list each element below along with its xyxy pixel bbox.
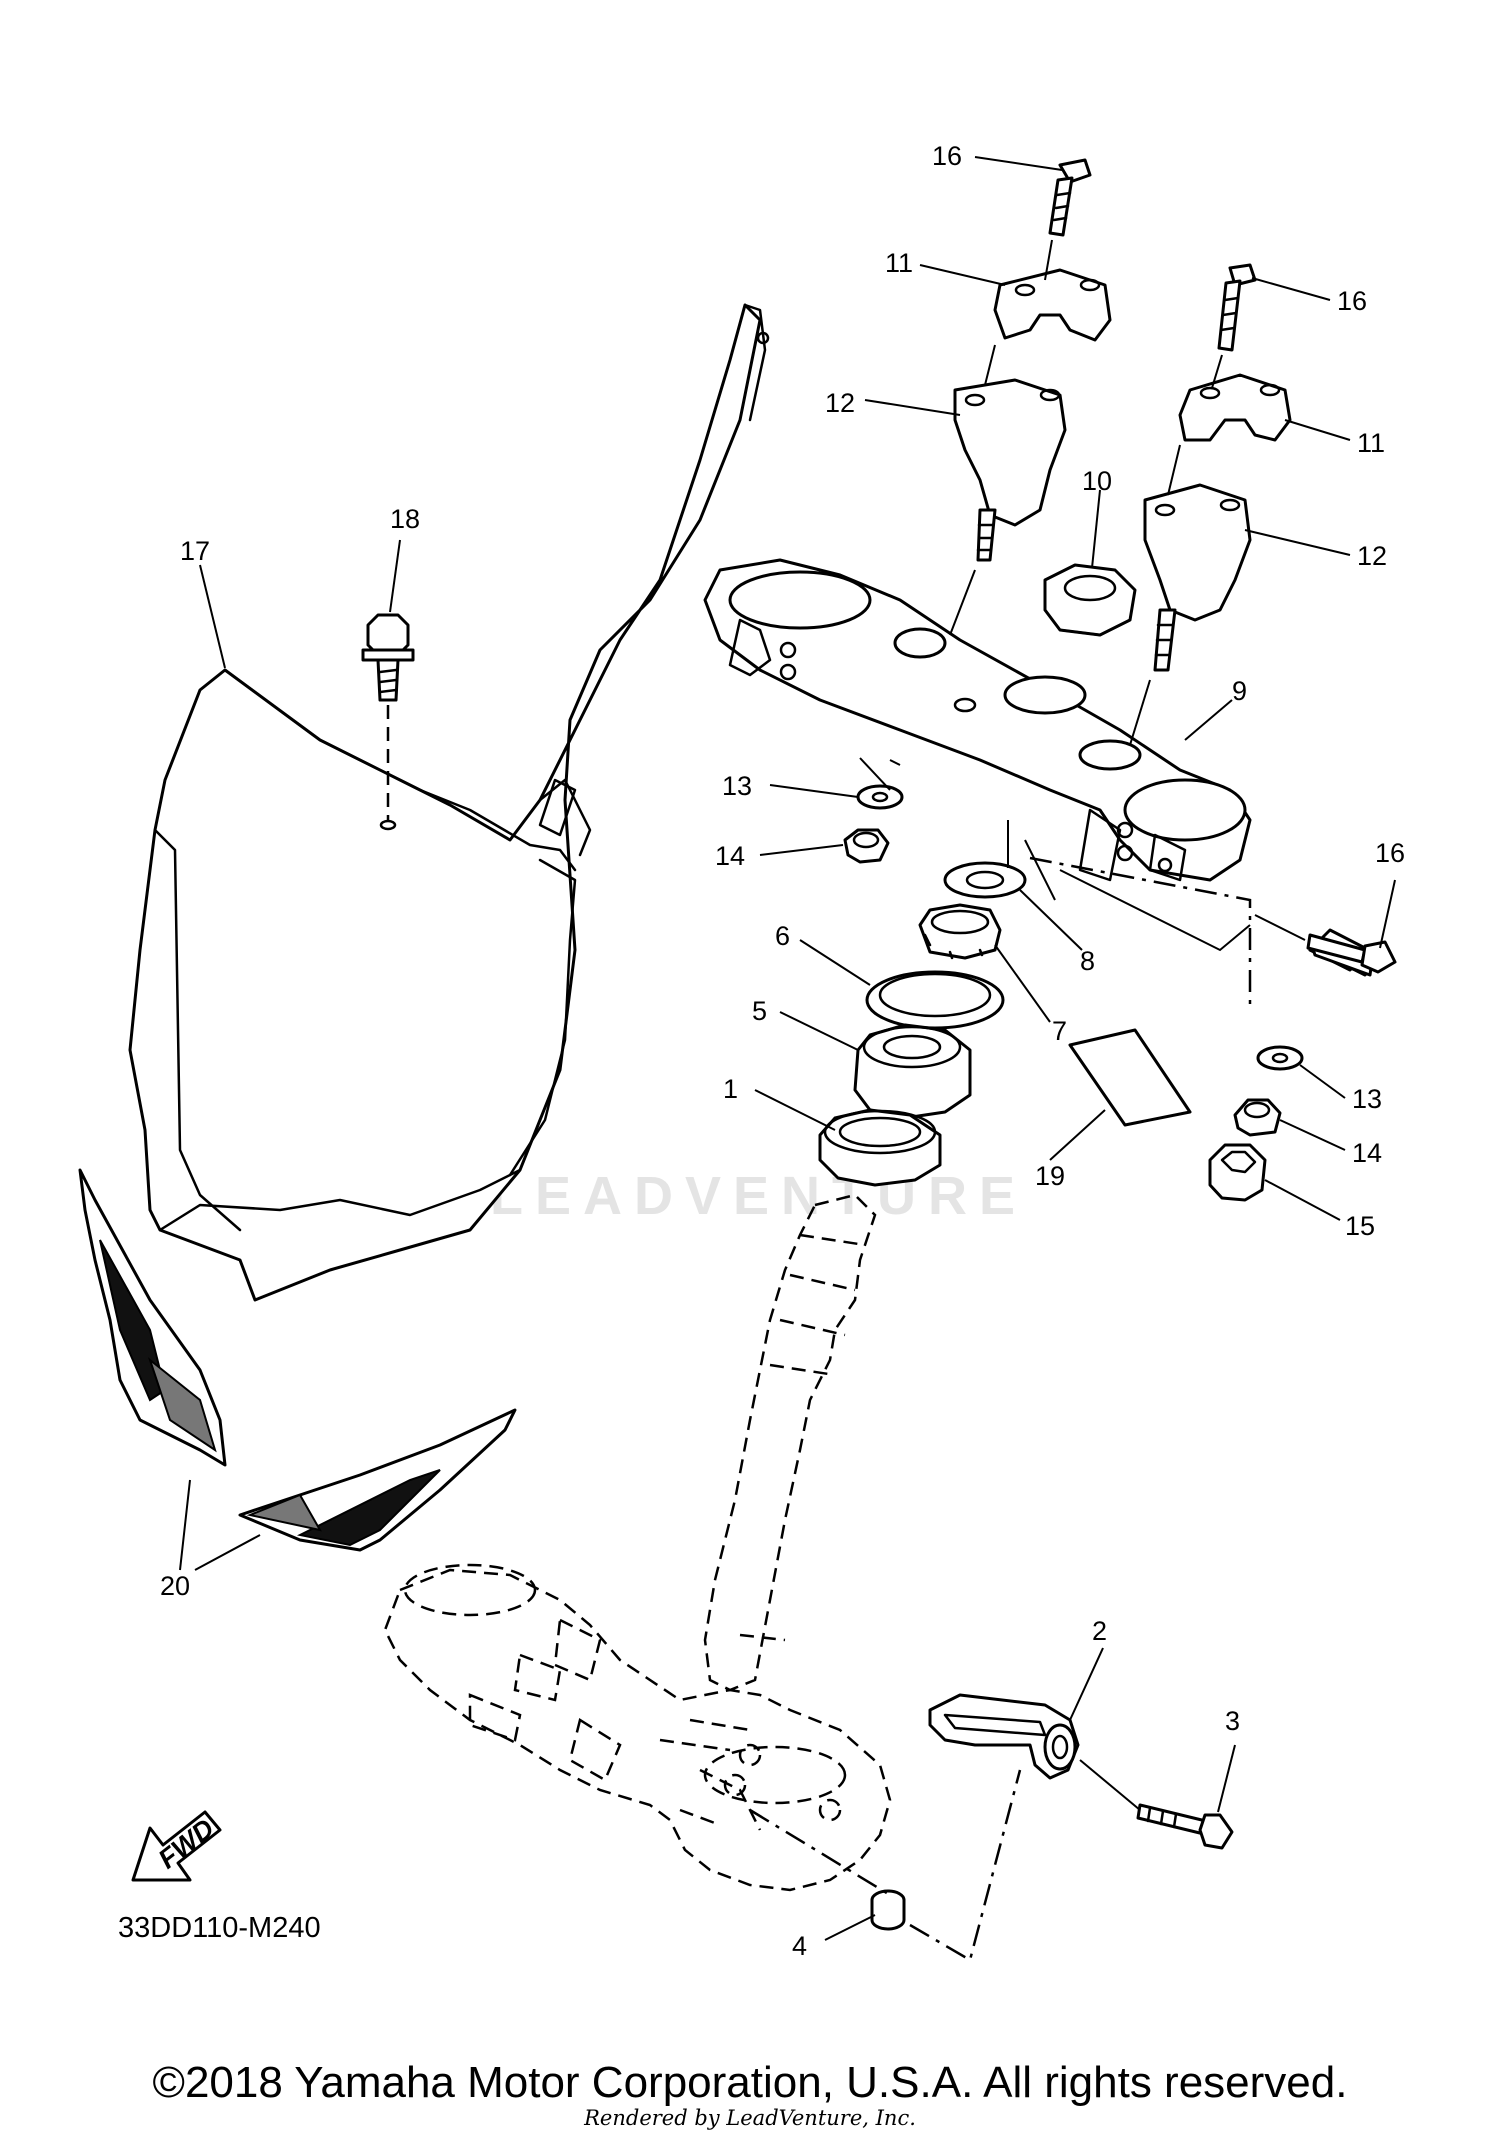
callout-16a: 16 <box>932 141 962 171</box>
collar-4[interactable] <box>870 1889 906 1931</box>
leader-3 <box>1217 1744 1236 1813</box>
leader-11a <box>919 264 1006 286</box>
label-sheet-19[interactable] <box>1068 1028 1192 1127</box>
callout-14b: 14 <box>1352 1138 1382 1168</box>
cable-guide-2[interactable] <box>928 1693 1080 1780</box>
leader-bracket-left <box>889 759 901 766</box>
leader-9 <box>1184 699 1233 741</box>
callout-1: 1 <box>723 1074 738 1104</box>
bearing-1[interactable] <box>818 1108 942 1187</box>
callout-11b: 11 <box>1357 428 1385 458</box>
steering-stem[interactable] <box>703 1193 877 1692</box>
leader-bracket-7 <box>1024 839 1056 901</box>
copyright-notice: ©2018 Yamaha Motor Corporation, U.S.A. A… <box>152 2058 1348 2107</box>
leader-14a <box>759 844 844 856</box>
bolt-3[interactable] <box>1136 1803 1234 1850</box>
bolt-16-left[interactable] <box>1044 158 1092 281</box>
callout-12a: 12 <box>825 388 855 418</box>
callout-13b: 13 <box>1352 1084 1382 1114</box>
under-bracket[interactable] <box>383 1563 892 1892</box>
leader-12b <box>1244 529 1351 556</box>
nut-10[interactable] <box>1043 563 1137 637</box>
leader-2-3-line <box>1079 1759 1141 1811</box>
leader-8 <box>1019 889 1083 951</box>
cap-nut-15[interactable] <box>1208 1143 1267 1202</box>
seal-6[interactable] <box>865 970 1005 1030</box>
nut-14-left[interactable] <box>843 828 890 864</box>
bolt-16-right[interactable] <box>1211 263 1257 389</box>
leader-4 <box>824 1914 876 1941</box>
handlebar-holder-lower-right[interactable] <box>1129 444 1252 746</box>
callout-4: 4 <box>792 1931 807 1961</box>
leader-6 <box>799 939 871 986</box>
leader-10 <box>1091 489 1101 569</box>
leader-20 <box>179 1479 261 1571</box>
washer-8[interactable] <box>943 861 1027 899</box>
handlebar-holder-upper-left[interactable] <box>993 268 1112 342</box>
fwd-arrow-icon: FWD <box>131 1810 222 1882</box>
nut-14-right[interactable] <box>1233 1098 1282 1137</box>
callout-14a: 14 <box>715 841 745 871</box>
decal-right[interactable] <box>238 1408 517 1552</box>
leader-7 <box>994 944 1051 1023</box>
centerline-19 <box>1029 856 1252 1010</box>
leader-15 <box>1264 1179 1341 1221</box>
callout-11a: 11 <box>885 248 913 278</box>
leader-13-left-line <box>859 757 891 791</box>
handlebar-holder-lower-left[interactable] <box>949 344 1067 636</box>
leader-16a <box>974 156 1063 171</box>
leader-13b <box>1299 1064 1346 1099</box>
callout-10: 10 <box>1082 466 1112 496</box>
ring-nut-7[interactable] <box>918 903 1002 960</box>
callout-9: 9 <box>1232 676 1247 706</box>
centerline-4-2 <box>749 1769 1022 1962</box>
leader-14b <box>1279 1119 1346 1151</box>
callout-19: 19 <box>1035 1161 1065 1191</box>
leader-17 <box>199 564 226 669</box>
callout-6: 6 <box>775 921 790 951</box>
leader-16c <box>1379 879 1396 949</box>
leader-13a <box>769 784 859 798</box>
leader-16b <box>1251 277 1331 301</box>
diagram-code: 33DD110-M240 <box>118 1912 321 1944</box>
decal-left[interactable] <box>78 1168 227 1467</box>
callout-2: 2 <box>1092 1616 1107 1646</box>
number-plate[interactable] <box>128 303 770 1302</box>
callout-5: 5 <box>752 996 767 1026</box>
leader-11b <box>1284 419 1351 441</box>
handlebar-holder-upper-right[interactable] <box>1178 373 1292 442</box>
callout-15: 15 <box>1345 1211 1375 1241</box>
callout-3: 3 <box>1225 1706 1240 1736</box>
leader-16c-line <box>1254 914 1306 941</box>
leader-19 <box>1049 1109 1106 1161</box>
leader-5 <box>779 1011 859 1051</box>
leader-18 <box>389 539 401 613</box>
leader-2 <box>1069 1647 1104 1721</box>
bearing-5[interactable] <box>853 1023 972 1120</box>
callout-18: 18 <box>390 504 420 534</box>
callout-16b: 16 <box>1337 286 1367 316</box>
callout-12b: 12 <box>1357 541 1387 571</box>
callout-7: 7 <box>1052 1016 1067 1046</box>
callout-8: 8 <box>1080 946 1095 976</box>
leader-1 <box>754 1089 836 1131</box>
upper-bracket[interactable] <box>703 558 1252 882</box>
rendered-by-notice: Rendered by LeadVenture, Inc. <box>584 2106 916 2130</box>
washer-13-left[interactable] <box>856 784 904 810</box>
bolt-18[interactable] <box>361 613 415 831</box>
washer-13-right[interactable] <box>1256 1045 1304 1071</box>
callout-20: 20 <box>160 1571 190 1601</box>
callout-13a: 13 <box>722 771 752 801</box>
watermark: LEADVENTURE <box>490 1166 1028 1226</box>
callout-16c: 16 <box>1375 838 1405 868</box>
leader-bracket-box <box>1059 869 1251 952</box>
callout-17: 17 <box>180 536 210 566</box>
leader-12a <box>864 399 961 416</box>
